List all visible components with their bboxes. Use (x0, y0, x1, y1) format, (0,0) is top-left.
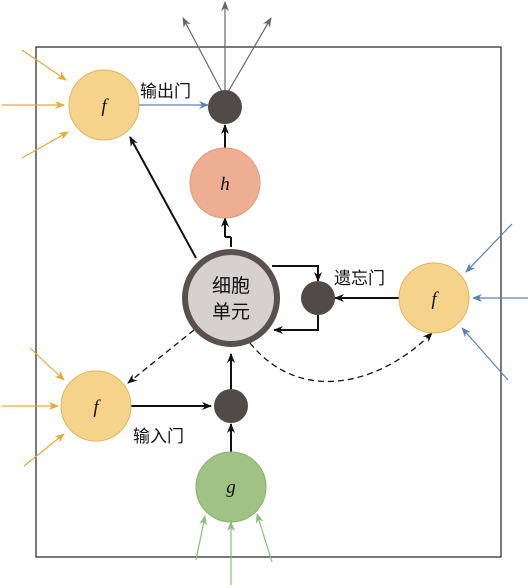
forget-gate-input-arrow (465, 223, 513, 273)
input-gate-inputs (2, 347, 65, 467)
forget-gate-label: 遗忘门 (334, 269, 385, 289)
cell-output-arrow (182, 17, 223, 93)
output-gate-input-arrow (21, 49, 67, 81)
output-gate-dot (208, 90, 242, 124)
cell-to-input-activation-arrow (127, 329, 195, 384)
input-gate-dot (214, 389, 248, 423)
cell-to-output-activation-arrow (129, 136, 197, 259)
output-gate-label: 输出门 (140, 82, 191, 102)
cell-node: 细胞 单元 (182, 249, 280, 347)
cell-to-forget-activation-arrow (249, 332, 433, 383)
cell-boundary-frame (35, 46, 502, 558)
cell-circle (182, 249, 280, 347)
output-activation-circle (68, 69, 140, 141)
input-activation-node: f (60, 370, 132, 442)
hidden-symbol: h (220, 174, 230, 195)
candidate-symbol: g (226, 477, 236, 498)
forget-gate-dot (301, 281, 335, 315)
output-activation-symbol: f (101, 96, 109, 117)
candidate-input-arrow (195, 515, 208, 561)
cell-output-arrow (227, 17, 272, 93)
internal-connections (127, 101, 433, 452)
hidden-node: h (189, 147, 261, 219)
cell-outputs (182, 1, 272, 93)
output-gate-inputs (2, 49, 69, 159)
output-gate-input-arrow (21, 131, 69, 159)
candidate-inputs (195, 513, 273, 585)
output-activation-node: f (68, 69, 140, 141)
forget-gate-node (301, 281, 335, 315)
input-gate-label: 输入门 (133, 427, 184, 447)
cell-to-forget-gate-loop (272, 265, 322, 282)
forget-activation-node: f (398, 262, 470, 334)
input-activation-symbol: f (93, 397, 101, 418)
forget-gate-input-arrow (461, 327, 509, 381)
candidate-input-arrow (255, 513, 273, 563)
forget-gate-inputs (461, 223, 528, 381)
input-gate-input-arrow (23, 433, 65, 467)
input-gate-node (214, 389, 248, 423)
input-activation-circle (60, 370, 132, 442)
output-gate-node (208, 90, 242, 124)
forget-gate-to-cell-loop (273, 315, 319, 334)
forget-activation-symbol: f (431, 289, 439, 310)
candidate-circle (195, 451, 267, 523)
forget-activation-circle (398, 262, 470, 334)
candidate-node: g (195, 451, 267, 523)
cell-label-line2: 单元 (212, 301, 250, 323)
hidden-circle (189, 147, 261, 219)
input-gate-input-arrow (29, 347, 65, 381)
cell-label-line1: 细胞 (212, 275, 250, 297)
